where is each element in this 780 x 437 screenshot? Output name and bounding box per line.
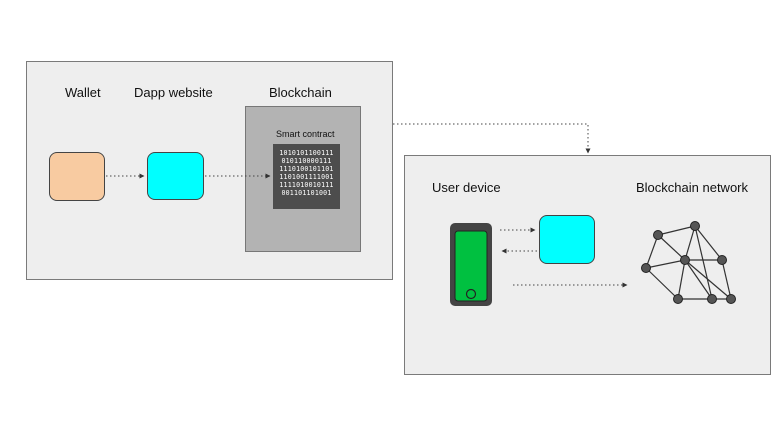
network-edge [721,259,732,300]
code-line: 1010101100111 [279,149,334,157]
blockchain-network-graph [641,221,736,304]
client-app-box [539,215,595,264]
network-edge [677,259,686,300]
blockchain-label: Blockchain [269,85,332,100]
network-edge [645,234,659,269]
network-node [690,221,700,231]
dapp-website-box [147,152,204,200]
network-node [707,294,717,304]
smart-contract-code: 1010101100111 010110000111 1110100101101… [273,144,340,209]
user-device-label: User device [432,180,501,195]
network-edge [684,259,713,300]
code-line: 1101001111001 [279,173,334,181]
wallet-label: Wallet [65,85,101,100]
network-node [653,230,663,240]
network-edge [645,267,679,300]
code-line: 001101101001 [281,189,332,197]
network-node [717,255,727,265]
network-edge [645,259,686,269]
network-edge [694,225,723,261]
dapp-website-label: Dapp website [134,85,213,100]
smart-contract-title: Smart contract [276,129,335,139]
network-node [680,255,690,265]
blockchain-network-label: Blockchain network [636,180,748,195]
network-node [673,294,683,304]
wallet-box [49,152,105,201]
code-line: 1111010010111 [279,181,334,189]
network-edge [684,259,732,300]
network-node [726,294,736,304]
code-line: 1110100101101 [279,165,334,173]
network-edge [657,234,686,261]
arrow-left-to-right-panel [393,123,591,154]
network-node [641,263,651,273]
network-edge [694,225,713,300]
code-line: 010110000111 [281,157,332,165]
network-edge [684,225,696,261]
phone-icon [450,223,492,306]
network-edge [657,225,696,236]
